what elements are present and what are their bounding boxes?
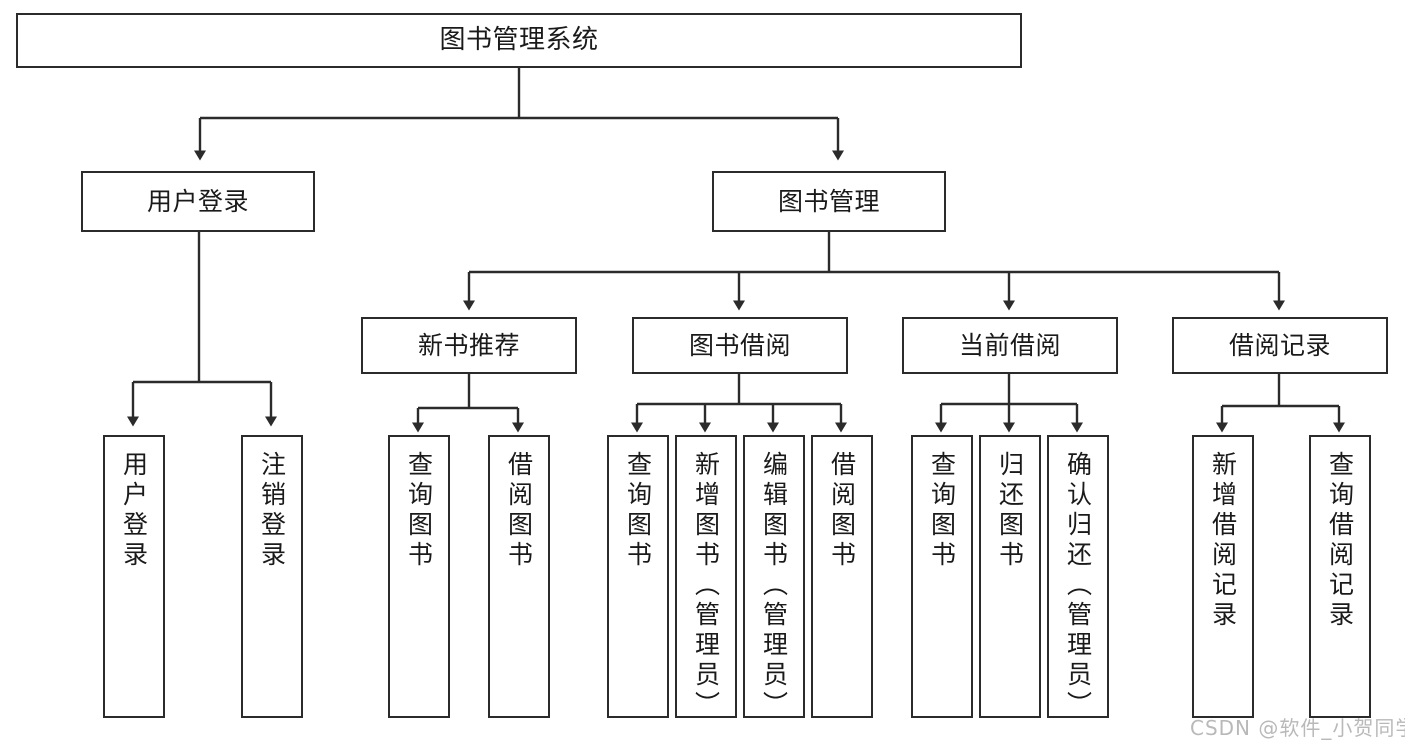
- node-label: 注销登录: [257, 451, 287, 571]
- node-label: 查询借阅记录: [1325, 451, 1355, 631]
- node-label: 编辑图书（管理员）: [759, 451, 789, 721]
- node-book-borrow[interactable]: 图书借阅: [632, 317, 848, 374]
- node-label: 用户登录: [119, 451, 149, 571]
- node-label: 新书推荐: [417, 330, 520, 360]
- leaf-book-borrow-borrow-book[interactable]: 借阅图书: [811, 435, 873, 718]
- leaf-user-login-logout[interactable]: 注销登录: [241, 435, 303, 718]
- node-label: 归还图书: [995, 451, 1025, 571]
- node-current-borrow[interactable]: 当前借阅: [902, 317, 1118, 374]
- leaf-new-book-borrow-book[interactable]: 借阅图书: [488, 435, 550, 718]
- node-root-book-management-system[interactable]: 图书管理系统: [16, 13, 1022, 68]
- node-user-login[interactable]: 用户登录: [81, 171, 315, 232]
- leaf-borrow-record-query-record[interactable]: 查询借阅记录: [1309, 435, 1371, 718]
- node-label: 当前借阅: [958, 330, 1061, 360]
- leaf-borrow-record-add-record[interactable]: 新增借阅记录: [1192, 435, 1254, 718]
- node-label: 查询图书: [927, 451, 957, 571]
- node-label: 借阅图书: [504, 451, 534, 571]
- node-label: 查询图书: [623, 451, 653, 571]
- node-label: 借阅图书: [827, 451, 857, 571]
- leaf-user-login-login[interactable]: 用户登录: [103, 435, 165, 718]
- leaf-current-borrow-confirm-return-admin[interactable]: 确认归还（管理员）: [1047, 435, 1109, 721]
- leaf-book-borrow-query-book[interactable]: 查询图书: [607, 435, 669, 718]
- leaf-new-book-query-book[interactable]: 查询图书: [388, 435, 450, 718]
- node-label: 用户登录: [146, 186, 249, 216]
- leaf-current-borrow-return-book[interactable]: 归还图书: [979, 435, 1041, 718]
- node-label: 图书管理系统: [439, 25, 599, 56]
- node-borrow-record[interactable]: 借阅记录: [1172, 317, 1388, 374]
- leaf-book-borrow-edit-book-admin[interactable]: 编辑图书（管理员）: [743, 435, 805, 721]
- node-label: 新增借阅记录: [1208, 451, 1238, 631]
- node-label: 图书管理: [777, 186, 880, 216]
- csdn-watermark: CSDN @软件_小贺同学: [1190, 716, 1405, 740]
- node-label: 查询图书: [404, 451, 434, 571]
- node-book-management[interactable]: 图书管理: [712, 171, 946, 232]
- node-label: 借阅记录: [1228, 330, 1331, 360]
- node-label: 图书借阅: [688, 330, 791, 360]
- node-new-book-recommend[interactable]: 新书推荐: [361, 317, 577, 374]
- node-label: 确认归还（管理员）: [1063, 451, 1093, 721]
- node-label: 新增图书（管理员）: [691, 451, 721, 721]
- leaf-book-borrow-add-book-admin[interactable]: 新增图书（管理员）: [675, 435, 737, 721]
- leaf-current-borrow-query-book[interactable]: 查询图书: [911, 435, 973, 718]
